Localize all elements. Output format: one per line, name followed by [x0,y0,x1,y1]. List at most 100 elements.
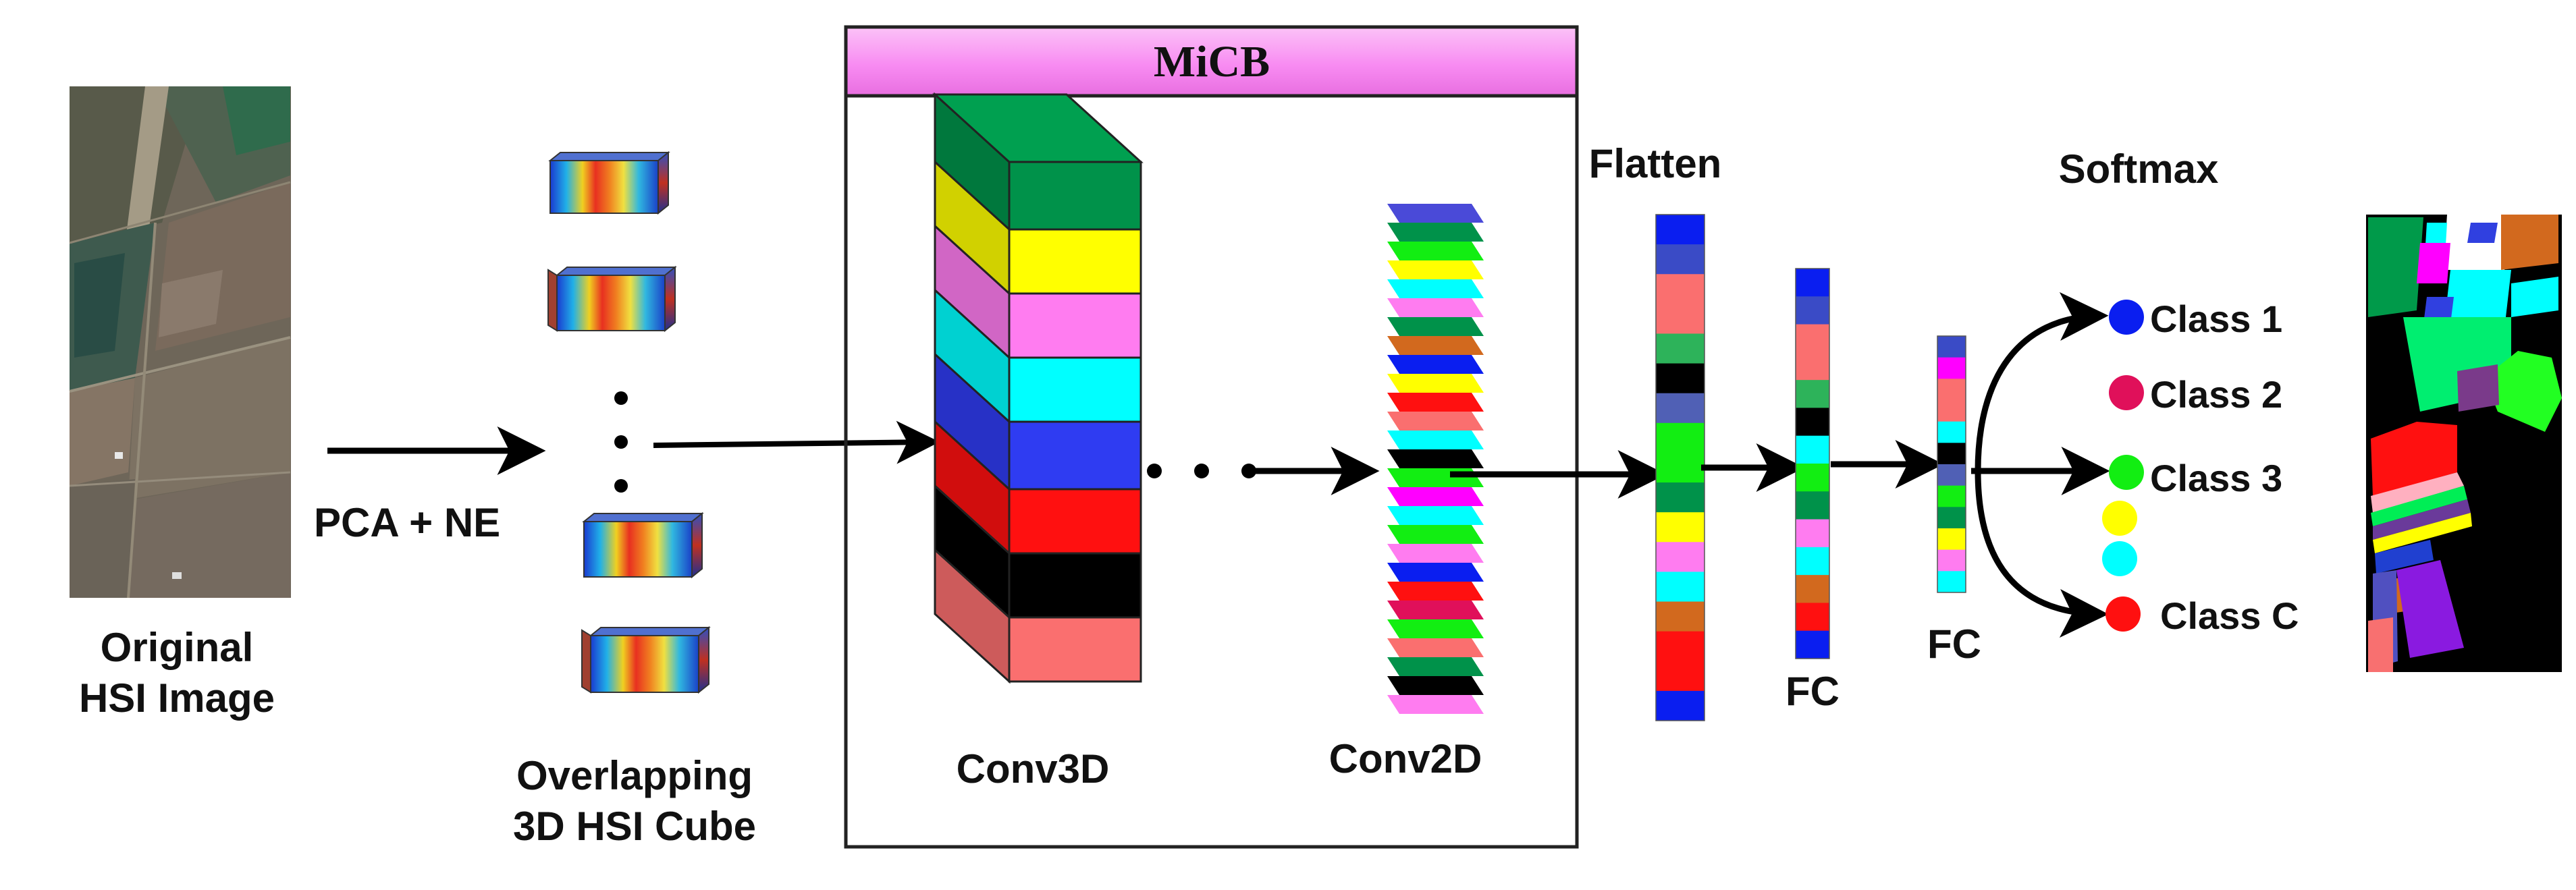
fc2-segment [1937,357,1966,379]
conv2d-feature-map [1387,242,1484,260]
micb-header [844,25,1579,98]
ellipsis-dot [614,479,628,493]
overlapping-hsi-cubes [547,150,711,694]
conv3d-front-layer [1008,292,1142,359]
conv2d-stack [1387,204,1484,714]
hsi-cube [581,625,711,694]
conv2d-feature-map [1387,563,1484,582]
conv2d-feature-map [1387,468,1484,487]
conv3d-front-layer [1008,488,1142,555]
fc2-segment [1937,421,1966,443]
fc1-segment [1796,519,1829,548]
conv2d-feature-map [1387,317,1484,336]
conv3d-front-layer [1008,616,1142,683]
conv2d-feature-map [1387,544,1484,563]
conv3d-front-layer [1008,420,1142,491]
pca-ne-label: PCA + NE [314,500,501,545]
fc2-segment-outline [1937,335,1966,593]
flatten-segment [1656,631,1705,662]
ellipsis-dot [1241,464,1256,478]
class-circle [2109,455,2144,490]
fc2-segment [1937,571,1966,593]
conv2d-feature-map [1387,393,1484,412]
fc1-segment [1796,547,1829,576]
class-circle [2109,300,2144,335]
flatten-segment [1656,572,1705,603]
conv2d-feature-map [1387,506,1484,525]
softmax-label: Softmax [2058,146,2219,192]
class-circles [2102,300,2144,632]
overlapping-label-line2: 3D HSI Cube [512,804,757,849]
softmax-arrow-up [1975,292,2109,472]
ellipsis-dot [1194,464,1209,478]
conv2d-feature-map [1387,487,1484,506]
conv2d-feature-map [1387,695,1484,714]
flatten-segment [1656,244,1705,275]
class-label-2: Class 2 [2150,373,2283,416]
fc1-segment [1796,630,1829,659]
classification-map [2366,215,2562,672]
conv2d-feature-map [1387,430,1484,449]
fc2-segment [1937,485,1966,507]
conv2d-feature-map [1387,336,1484,355]
flatten-segment [1656,304,1705,334]
ellipsis-dot [614,435,628,449]
flatten-segment [1656,601,1705,632]
fc1-segment [1796,380,1829,408]
class-label-1: Class 1 [2150,298,2283,340]
fc2-vector [1937,335,1966,593]
fc2-segment [1937,336,1966,358]
fc1-segment [1796,296,1829,325]
conv2d-feature-map [1387,449,1484,468]
conv3d-front-layer [1008,161,1142,231]
conv2d-feature-map [1387,601,1484,619]
class-circle [2109,375,2144,410]
fc1-segment [1796,408,1829,437]
flatten-segment [1656,482,1705,513]
fc1-segment-outline [1795,268,1830,659]
fc1-segment [1796,575,1829,603]
conv3d-front-layer [1008,228,1142,295]
conv2d-feature-map [1387,279,1484,298]
micb-title: MiCB [1153,37,1270,86]
flatten-segment [1656,393,1705,424]
conv2d-feature-map [1387,223,1484,242]
flatten-segment [1656,215,1705,245]
conv3d-front-layer [1008,356,1142,423]
flatten-segment [1656,661,1705,692]
flatten-segment [1656,333,1705,364]
conv2d-feature-map [1387,412,1484,430]
conv2d-feature-map [1387,298,1484,317]
flatten-segment [1656,690,1705,721]
fc2-segment [1937,549,1966,572]
class-circle [2102,541,2137,576]
flatten-segment [1656,422,1705,453]
conv2d-feature-map [1387,676,1484,695]
original-hsi-image [69,86,291,599]
flatten-segment [1656,274,1705,304]
conv2d-feature-map [1387,374,1484,393]
overlapping-label-line1: Overlapping [516,753,753,798]
ellipsis-dot [1147,464,1162,478]
conv2d-feature-map [1387,204,1484,223]
fc1-segment [1796,603,1829,632]
fc2-segment [1937,507,1966,529]
conv3d-label: Conv3D [956,746,1110,791]
fc1-segment [1796,464,1829,492]
fc2-segment [1937,400,1966,422]
conv3d-block [932,92,1144,684]
conv3d-top-face [932,93,1144,163]
conv2d-label: Conv2D [1329,736,1482,781]
ellipsis-dot [614,391,628,405]
conv2d-feature-map [1387,638,1484,657]
class-label-c: Class C [2160,594,2299,637]
softmax-arrow-down [1975,470,2109,638]
flatten-segment [1656,363,1705,394]
conv2d-feature-map [1387,525,1484,544]
fc1-segment [1796,435,1829,464]
hsi-cube [548,150,670,215]
conv3d-front-layer [1008,552,1142,619]
hsi-cube [547,265,677,333]
fc1-segment [1796,269,1829,297]
